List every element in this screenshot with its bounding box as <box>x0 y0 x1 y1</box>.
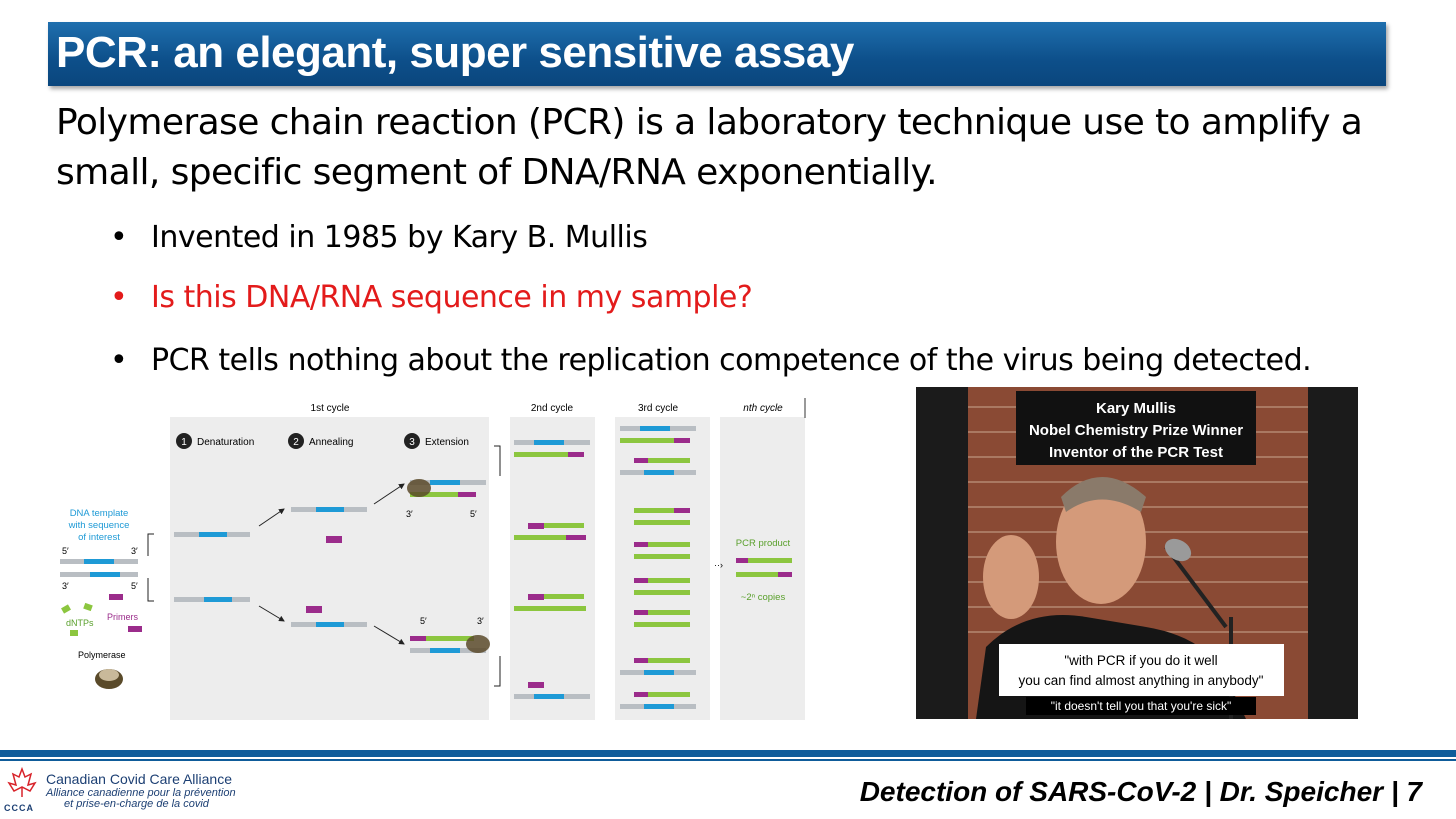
caption-box <box>1016 391 1256 465</box>
video-caption: Inventor of the PCR Test <box>1049 444 1223 461</box>
cyclen-panel <box>720 417 805 720</box>
video-quote: "with PCR if you do it well <box>1064 653 1217 668</box>
template-label: of interest <box>78 532 120 543</box>
dntps-icons <box>61 602 93 636</box>
ccca-logo: CCCA <box>4 766 37 813</box>
primers-icons <box>109 594 142 632</box>
logo-letters: CCCA <box>4 803 34 813</box>
cycle2-products <box>514 440 590 699</box>
prime-label: 3′ <box>62 581 69 591</box>
bullet-text: PCR tells nothing about the replication … <box>151 343 1312 378</box>
annealing-strand-bottom <box>291 606 367 627</box>
slide-footer: Detection of SARS-CoV-2 | Dr. Speicher |… <box>859 776 1422 807</box>
step-number: 1 <box>181 437 187 448</box>
extension-top <box>407 479 486 497</box>
video-subtitle: "it doesn't tell you that you're sick" <box>1051 699 1232 713</box>
cycle-label: 1st cycle <box>311 403 350 414</box>
extension-bottom <box>410 635 490 653</box>
cycle3-panel <box>615 417 710 720</box>
org-name-fr: et prise-en-charge de la covid <box>64 798 209 810</box>
intro-paragraph: Polymerase chain reaction (PCR) is a lab… <box>56 102 1363 193</box>
quote-box <box>999 644 1284 696</box>
footer-rule-thin <box>0 759 1456 761</box>
slide-title: PCR: an elegant, super sensitive assay <box>56 28 854 77</box>
polymerase-label: Polymerase <box>78 650 126 660</box>
prime-label: 5′ <box>62 546 69 556</box>
denatured-strand-bottom <box>174 597 250 602</box>
copies-label: ~2ⁿ copies <box>741 592 786 603</box>
bullet-dot: • <box>110 220 128 255</box>
prime-label: 3′ <box>477 616 484 626</box>
step-number-badge <box>404 433 420 449</box>
maple-leaf-icon <box>7 766 37 797</box>
step-label: Extension <box>425 437 469 448</box>
annealing-strand-top <box>291 507 367 543</box>
cycle-label: nth cycle <box>743 403 783 414</box>
prime-label: 5′ <box>131 581 138 591</box>
template-label: with sequence <box>68 520 130 531</box>
denatured-strand-top <box>174 532 250 537</box>
bullet-dot: • <box>110 343 128 378</box>
step-label: Denaturation <box>197 437 254 448</box>
video-caption: Nobel Chemistry Prize Winner <box>1029 422 1243 439</box>
template-dna <box>60 559 138 577</box>
step-label: Annealing <box>309 437 353 448</box>
cycle2-panel <box>510 417 595 720</box>
bullet-text: Is this DNA/RNA sequence in my sample? <box>151 280 753 315</box>
prime-label: 5′ <box>420 616 427 626</box>
pcr-product <box>736 558 792 577</box>
primers-label: Primers <box>107 612 138 622</box>
video-caption: Kary Mullis <box>1096 400 1176 417</box>
cycle-label: 3rd cycle <box>638 403 678 414</box>
pcr-product-label: PCR product <box>736 538 791 549</box>
cycle3-products <box>620 426 696 709</box>
title-bar: PCR: an elegant, super sensitive assay <box>48 22 1386 86</box>
org-name: Canadian Covid Care Alliance <box>46 771 232 787</box>
polymerase-icon <box>95 669 123 689</box>
prime-label: 3′ <box>131 546 138 556</box>
subtitle-box <box>1026 697 1256 715</box>
bullet-dot: • <box>110 280 128 315</box>
ellipsis-arrow: ··› <box>714 560 723 570</box>
step-number: 3 <box>409 437 415 448</box>
video-quote: you can find almost anything in anybody" <box>1019 673 1264 688</box>
template-label: DNA template <box>70 508 129 519</box>
bullet-text: Invented in 1985 by Kary B. Mullis <box>151 220 648 255</box>
prime-label: 3′ <box>406 509 413 519</box>
pcr-diagram: 1st cycle 2nd cycle 3rd cycle nth cycle … <box>60 398 806 720</box>
step-number-badge <box>288 433 304 449</box>
footer-rule <box>0 750 1456 757</box>
org-name-fr: Alliance canadienne pour la prévention <box>46 787 236 799</box>
cycle-label: 2nd cycle <box>531 403 574 414</box>
prime-label: 5′ <box>470 509 477 519</box>
step-number: 2 <box>293 437 299 448</box>
video-still: Kary Mullis Nobel Chemistry Prize Winner… <box>916 387 1358 719</box>
step-number-badge <box>176 433 192 449</box>
cycle1-panel <box>170 417 489 720</box>
dntps-label: dNTPs <box>66 618 94 628</box>
